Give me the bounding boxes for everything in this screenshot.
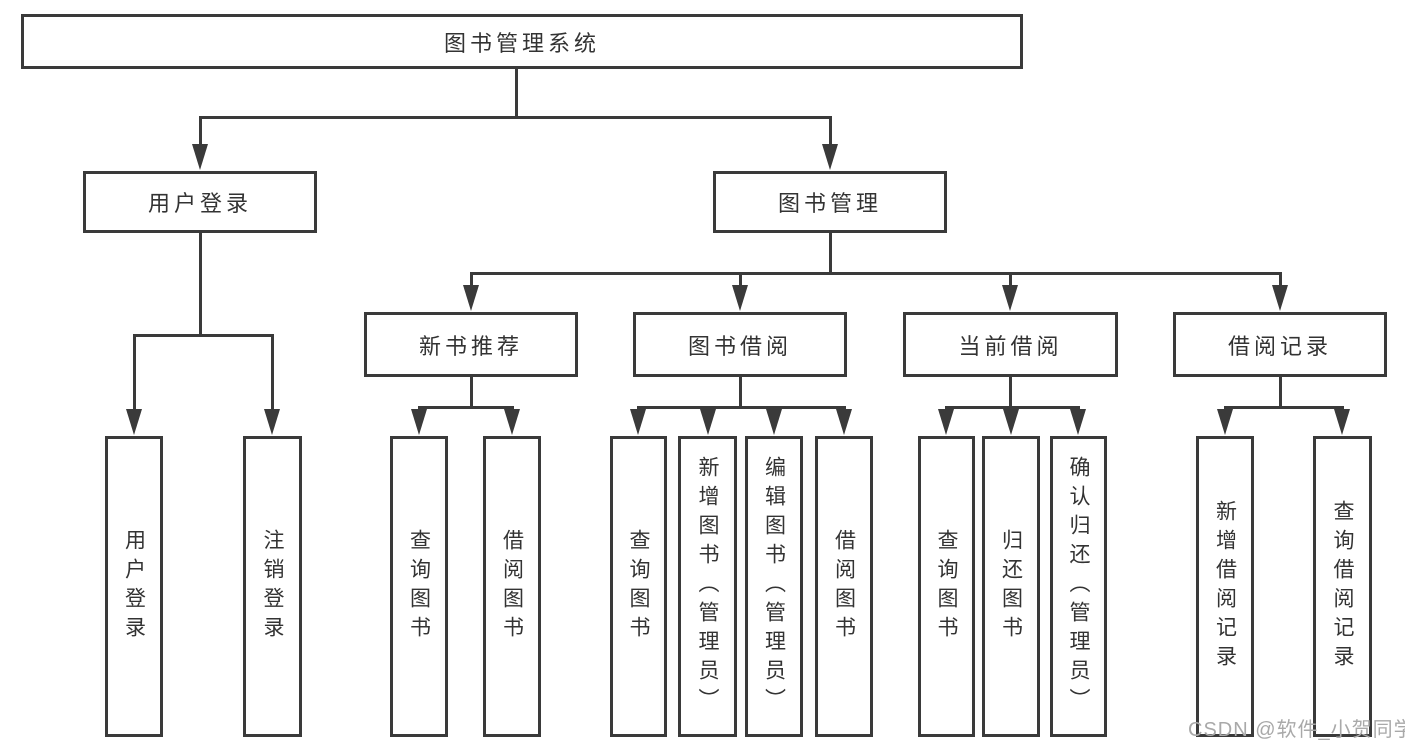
node-leaf-query-book-2: 查询图书 [610,436,667,737]
connector-vline [829,233,832,274]
arrow-tail [271,334,274,413]
node-label-leaf-add-book: 新增图书（管理员） [696,456,719,717]
node-leaf-query-record: 查询借阅记录 [1313,436,1372,737]
arrow-down-icon [504,409,520,435]
node-leaf-borrow-book-2: 借阅图书 [815,436,873,737]
arrow-down-icon [1272,285,1288,311]
node-label-leaf-query-book-2: 查询图书 [627,528,650,645]
node-new-book-recommend: 新书推荐 [364,312,578,377]
connector-vline [515,69,518,118]
arrow-down-icon [938,409,954,435]
connector-vline [470,377,473,408]
node-label-root: 图书管理系统 [443,30,600,56]
node-label-book-management: 图书管理 [777,191,882,216]
connector-hline [470,272,1281,275]
arrow-down-icon [463,285,479,311]
node-label-leaf-query-record: 查询借阅记录 [1331,499,1354,674]
arrow-tail [739,272,742,289]
node-label-leaf-edit-book: 编辑图书（管理员） [762,456,786,717]
arrow-down-icon [1217,409,1233,435]
arrow-tail [1009,272,1012,289]
connector-hline [1224,406,1343,409]
arrow-down-icon [766,409,782,435]
arrow-down-icon [1002,285,1018,311]
node-leaf-edit-book: 编辑图书（管理员） [745,436,803,737]
node-current-borrow: 当前借阅 [903,312,1118,377]
connector-vline [1009,377,1012,408]
node-label-leaf-add-record: 新增借阅记录 [1213,499,1237,674]
arrow-tail [1279,272,1282,289]
node-borrow-records: 借阅记录 [1173,312,1387,377]
connector-hline [418,406,513,409]
arrow-down-icon [264,409,280,435]
node-book-borrow: 图书借阅 [633,312,847,377]
node-leaf-add-record: 新增借阅记录 [1196,436,1254,737]
connector-vline [1279,377,1282,408]
node-label-leaf-user-login: 用户登录 [122,528,146,645]
arrow-down-icon [1334,409,1350,435]
node-leaf-return-book: 归还图书 [982,436,1040,737]
node-label-leaf-borrow-book-2: 借阅图书 [832,528,856,645]
connector-vline [739,377,742,408]
csdn-watermark: CSDN @软件_小贺同学 [1188,719,1405,741]
arrow-tail [470,272,473,289]
arrow-down-icon [1070,409,1086,435]
node-label-leaf-confirm-return: 确认归还（管理员） [1067,456,1090,717]
node-user-login: 用户登录 [83,171,317,233]
arrow-down-icon [1003,409,1019,435]
node-label-borrow-records: 借阅记录 [1227,333,1332,359]
node-leaf-logout: 注销登录 [243,436,302,737]
node-leaf-user-login: 用户登录 [105,436,163,737]
arrow-down-icon [630,409,646,435]
arrow-down-icon [192,144,208,170]
arrow-tail [829,116,832,148]
arrow-down-icon [822,144,838,170]
node-leaf-borrow-book-1: 借阅图书 [483,436,541,737]
node-label-book-borrow: 图书借阅 [687,333,792,359]
node-label-leaf-return-book: 归还图书 [999,528,1023,645]
node-label-leaf-query-book-3: 查询图书 [935,528,958,645]
arrow-down-icon [126,409,142,435]
arrow-down-icon [411,409,427,435]
node-leaf-confirm-return: 确认归还（管理员） [1050,436,1107,737]
node-label-new-book-recommend: 新书推荐 [418,333,523,359]
node-label-current-borrow: 当前借阅 [958,333,1063,359]
arrow-down-icon [700,409,716,435]
node-leaf-query-book-1: 查询图书 [390,436,448,737]
node-book-management: 图书管理 [713,171,947,233]
arrow-tail [199,116,202,148]
node-label-user-login: 用户登录 [147,191,252,216]
node-label-leaf-logout: 注销登录 [261,528,284,645]
node-root: 图书管理系统 [21,14,1023,69]
node-label-leaf-borrow-book-1: 借阅图书 [500,528,524,645]
node-leaf-query-book-3: 查询图书 [918,436,975,737]
arrow-down-icon [732,285,748,311]
connector-vline [199,233,202,336]
node-label-leaf-query-book-1: 查询图书 [407,528,431,645]
arrow-tail [133,334,136,413]
arrow-down-icon [836,409,852,435]
node-leaf-add-book: 新增图书（管理员） [678,436,737,737]
connector-hline [133,334,273,337]
